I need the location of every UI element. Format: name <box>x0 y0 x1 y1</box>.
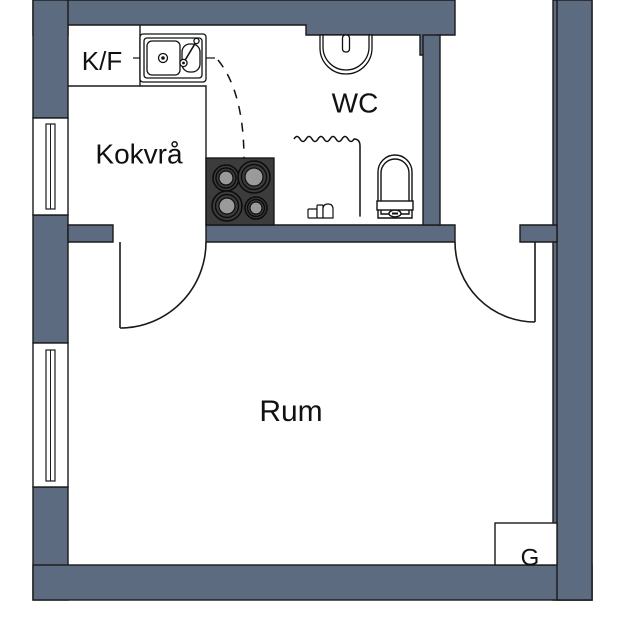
sink-faucet-hub <box>182 61 185 65</box>
wall-bottom <box>32 564 593 601</box>
shower-assembly <box>293 135 361 217</box>
label-rum: Rum <box>259 395 322 428</box>
wash-basin-faucet <box>341 34 351 53</box>
entry-door-arc <box>454 241 536 323</box>
kitchen-dashed-indicator <box>217 59 245 161</box>
toilet <box>376 154 414 219</box>
label-kokvra: Kokvrå <box>95 138 183 169</box>
toilet-cistern <box>376 200 414 211</box>
plan-labels: K/F Kokvrå WC Rum G <box>82 46 540 571</box>
wall-left-middle <box>32 214 69 344</box>
wall-right <box>556 0 593 601</box>
wall-kitchen-divider-left <box>67 224 114 243</box>
dashed-arc-line <box>217 59 245 161</box>
windows-group <box>32 117 69 488</box>
stove-burner-bottom-right <box>244 196 268 220</box>
stove-hob <box>205 157 275 226</box>
wall-left-upper <box>32 0 69 119</box>
label-wc: WC <box>332 87 379 118</box>
stove-burner-bottom-left <box>211 190 243 222</box>
sink-faucet-head <box>193 37 200 45</box>
drain-box-left <box>307 208 318 219</box>
wall-kitchen-divider-right <box>205 224 456 243</box>
wall-wc-vertical <box>422 34 441 226</box>
drain-spout <box>322 203 334 219</box>
wall-structure <box>32 0 593 601</box>
wall-entry-door-stub <box>519 224 558 243</box>
door-swings <box>119 241 536 329</box>
wardrobe-closet <box>494 522 558 566</box>
sink-drain-inner <box>161 56 165 60</box>
label-g: G <box>521 544 540 571</box>
window-lower-left <box>32 342 69 488</box>
window-upper-left <box>32 117 69 216</box>
floor-drain-fitting <box>307 203 334 219</box>
wash-basin <box>319 34 373 75</box>
shower-riser-pipe <box>353 138 361 217</box>
toilet-seat <box>380 158 410 215</box>
sink-bowl-small <box>181 43 201 73</box>
drain-box-mid <box>316 204 324 219</box>
sink-faucet-arm <box>183 41 197 63</box>
label-kf: K/F <box>82 46 122 76</box>
stove-burner-top-left <box>212 164 240 192</box>
kitchen-sink <box>133 33 215 83</box>
shower-curtain-rail <box>293 135 355 143</box>
stove-burner-top-right <box>237 160 271 194</box>
kitchen-door-arc <box>119 241 207 329</box>
wardrobe-outline <box>494 522 558 566</box>
